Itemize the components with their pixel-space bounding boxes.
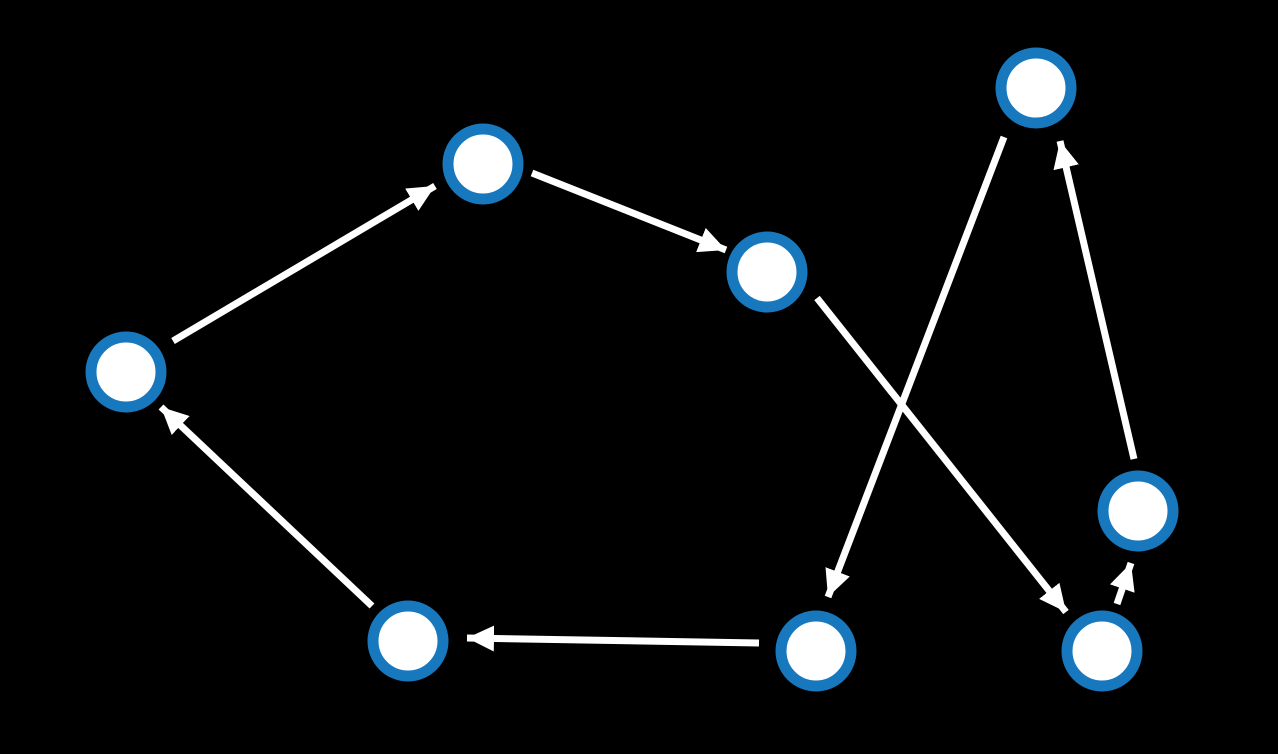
graph-edge-bottom-middle-to-bottom-left [466,625,760,652]
graph-node-upper-middle[interactable] [442,123,524,205]
graph-edge-top-right-to-bottom-middle [824,135,1008,599]
graph-node-center[interactable] [726,231,808,313]
graph-node-top-right[interactable] [995,47,1077,129]
graph-edge-upper-middle-to-center [530,169,728,254]
graph-node-bottom-middle[interactable] [775,610,857,692]
graph-node-bottom-left[interactable] [367,600,449,682]
graph-edge-center-to-bottom-right [814,295,1069,615]
graph-edge-left-to-upper-middle [171,182,437,345]
graph-node-bottom-right[interactable] [1061,610,1143,692]
graph-node-right[interactable] [1097,470,1179,552]
graph-edge-right-to-top-right [1053,140,1138,460]
graph-edge-bottom-left-to-left [158,404,375,609]
graph-edge-bottom-right-to-right [1109,561,1135,606]
graph-node-left[interactable] [85,331,167,413]
